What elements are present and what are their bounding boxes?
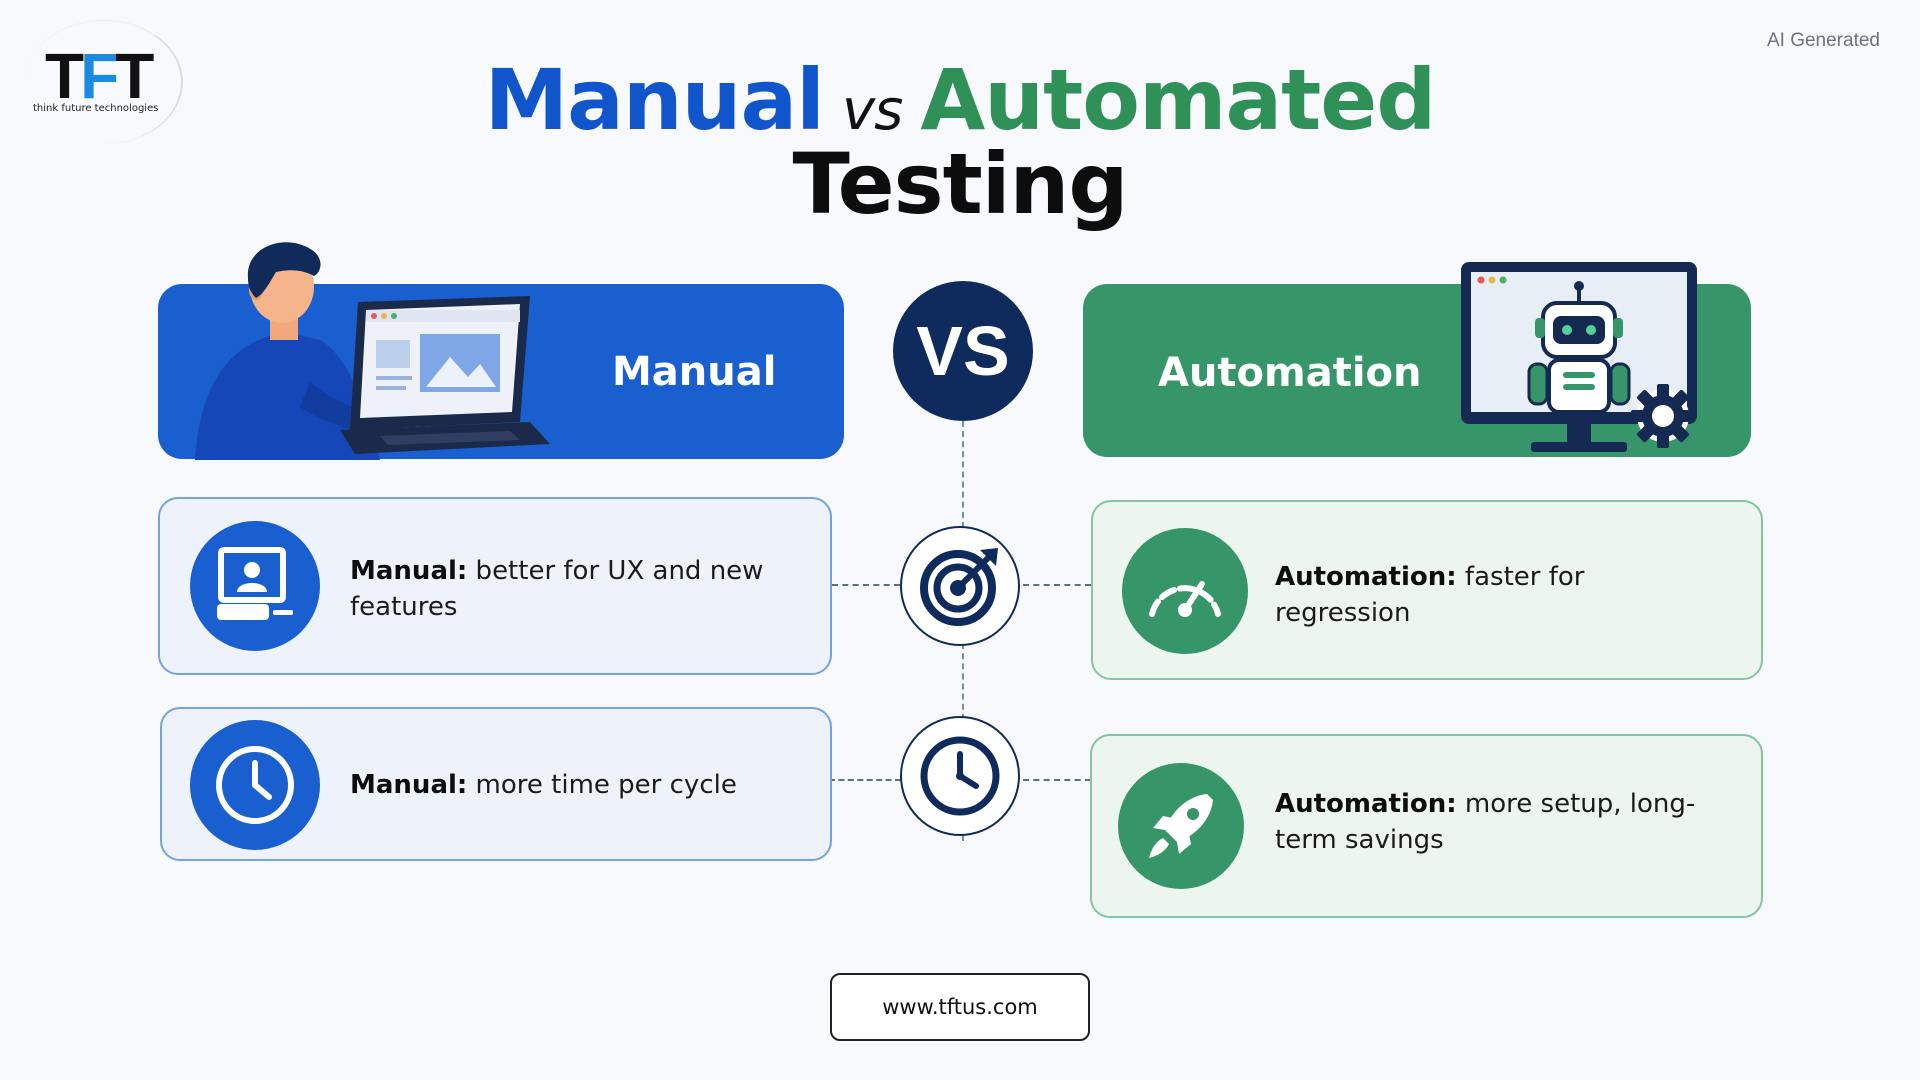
- connector-right-2: [1023, 779, 1091, 781]
- robot-monitor-illustration: [1461, 262, 1697, 452]
- clock-icon: [190, 720, 320, 850]
- person-laptop-illustration: [195, 242, 550, 460]
- title-manual: Manual: [484, 51, 825, 149]
- vs-badge: VS: [893, 281, 1033, 421]
- title-vs: vs: [841, 78, 903, 143]
- page-title-line2: Testing: [792, 135, 1129, 233]
- target-icon: [900, 526, 1020, 646]
- automation-header-label: Automation: [1158, 350, 1422, 396]
- connector-right-1: [1023, 584, 1091, 586]
- automation-card-regression-text: Automation: faster for regression: [1275, 562, 1585, 628]
- automation-card-savings-text: Automation: more setup, long-term saving…: [1275, 789, 1696, 855]
- connector-left-1: [832, 584, 900, 586]
- manual-card-ux-text: Manual: better for UX and new features: [350, 556, 764, 622]
- website-url[interactable]: www.tftus.com: [830, 973, 1090, 1041]
- connector-left-2: [829, 779, 901, 781]
- ai-generated-label: AI Generated: [1766, 30, 1880, 51]
- manual-card-time-text: Manual: more time per cycle: [350, 770, 737, 800]
- logo-ring: [25, 20, 183, 144]
- title-automated: Automated: [920, 51, 1436, 149]
- presentation-user-icon: [190, 521, 320, 651]
- clock-icon: [900, 716, 1020, 836]
- manual-header-label: Manual: [612, 349, 777, 395]
- logo-tagline: think future technologies: [33, 103, 159, 114]
- logo: TFT: [45, 40, 154, 112]
- speedometer-icon: [1122, 528, 1248, 654]
- rocket-icon: [1118, 763, 1244, 889]
